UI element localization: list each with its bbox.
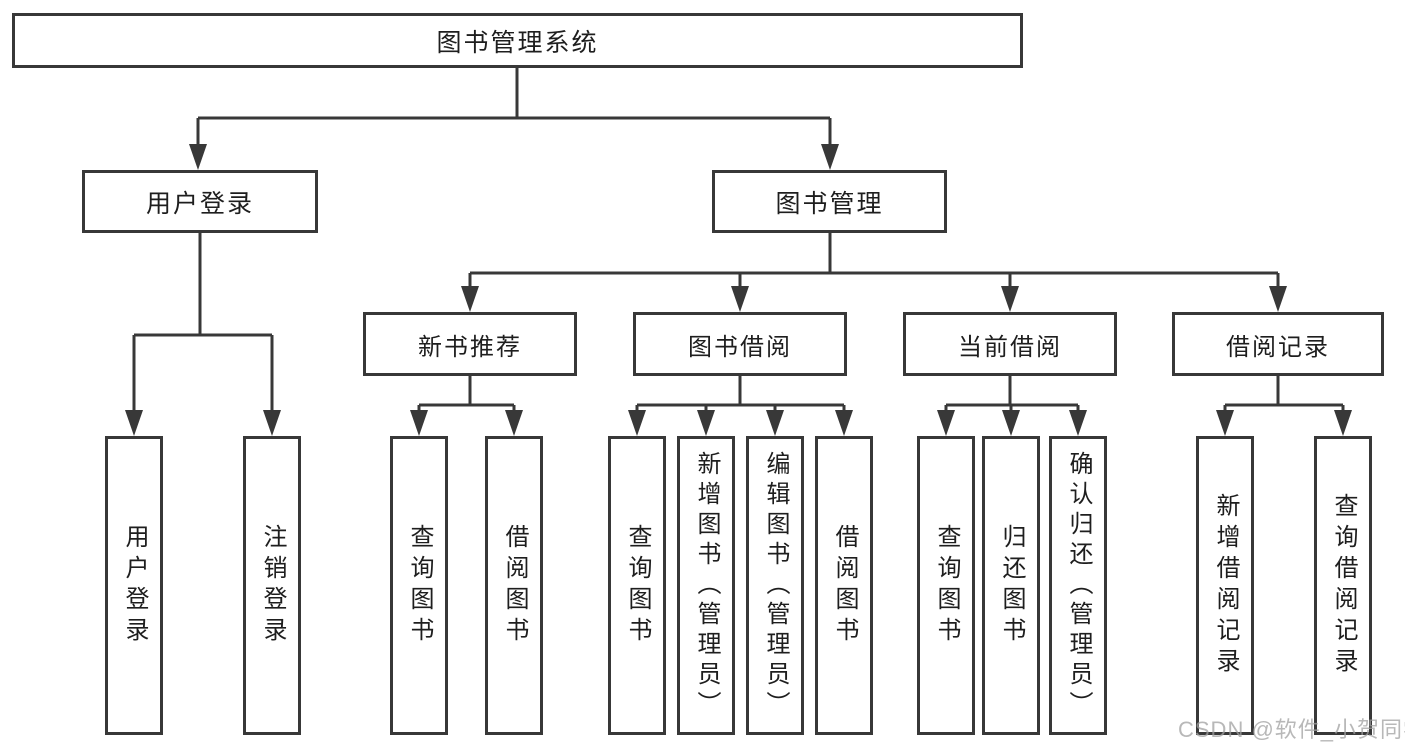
arrowhead-icon [697, 410, 715, 436]
node-user-login: 用户登录 [82, 170, 318, 233]
arrowhead-icon [461, 286, 479, 312]
arrowhead-icon [821, 144, 839, 170]
connector-book-management-to-level3 [461, 233, 1287, 312]
connector-borrowing-records-to-leaves [1216, 376, 1352, 436]
leaf-add-book-admin: 新增图书（管理员） [677, 436, 735, 735]
arrowhead-icon [263, 410, 281, 436]
arrowhead-icon [1002, 410, 1020, 436]
leaf-borrow-book-recommend: 借阅图书 [485, 436, 543, 735]
arrowhead-icon [628, 410, 646, 436]
leaf-confirm-return-admin: 确认归还（管理员） [1049, 436, 1107, 735]
arrowhead-icon [731, 286, 749, 312]
connector-book-borrowing-to-leaves [628, 376, 853, 436]
leaf-user-login: 用户登录 [105, 436, 163, 735]
node-library-management-system: 图书管理系统 [12, 13, 1023, 68]
arrowhead-icon [766, 410, 784, 436]
node-new-book-recommend: 新书推荐 [363, 312, 577, 376]
leaf-query-borrow-record: 查询借阅记录 [1314, 436, 1372, 735]
node-book-management: 图书管理 [712, 170, 947, 233]
connector-current-borrowing-to-leaves [937, 376, 1087, 436]
arrowhead-icon [1269, 286, 1287, 312]
leaf-borrow-book-borrowing: 借阅图书 [815, 436, 873, 735]
node-book-borrowing: 图书借阅 [633, 312, 847, 376]
leaf-query-book-recommend: 查询图书 [390, 436, 448, 735]
leaf-add-borrow-record: 新增借阅记录 [1196, 436, 1254, 735]
leaf-query-book-borrowing: 查询图书 [608, 436, 666, 735]
leaf-return-book: 归还图书 [982, 436, 1040, 735]
arrowhead-icon [1001, 286, 1019, 312]
arrowhead-icon [1216, 410, 1234, 436]
node-current-borrowing: 当前借阅 [903, 312, 1117, 376]
arrowhead-icon [1069, 410, 1087, 436]
node-borrowing-records: 借阅记录 [1172, 312, 1384, 376]
leaf-edit-book-admin: 编辑图书（管理员） [746, 436, 804, 735]
arrowhead-icon [835, 410, 853, 436]
arrowhead-icon [1334, 410, 1352, 436]
csdn-watermark: CSDN @软件_小贺同学 [1178, 717, 1405, 742]
arrowhead-icon [189, 144, 207, 170]
leaf-logout: 注销登录 [243, 436, 301, 735]
connector-user-login-to-leaves [125, 233, 281, 436]
leaf-query-book-current: 查询图书 [917, 436, 975, 735]
arrowhead-icon [410, 410, 428, 436]
arrowhead-icon [125, 410, 143, 436]
arrowhead-icon [937, 410, 955, 436]
arrowhead-icon [505, 410, 523, 436]
connector-root-to-level2 [189, 68, 839, 170]
connector-new-book-recommend-to-leaves [410, 376, 523, 436]
